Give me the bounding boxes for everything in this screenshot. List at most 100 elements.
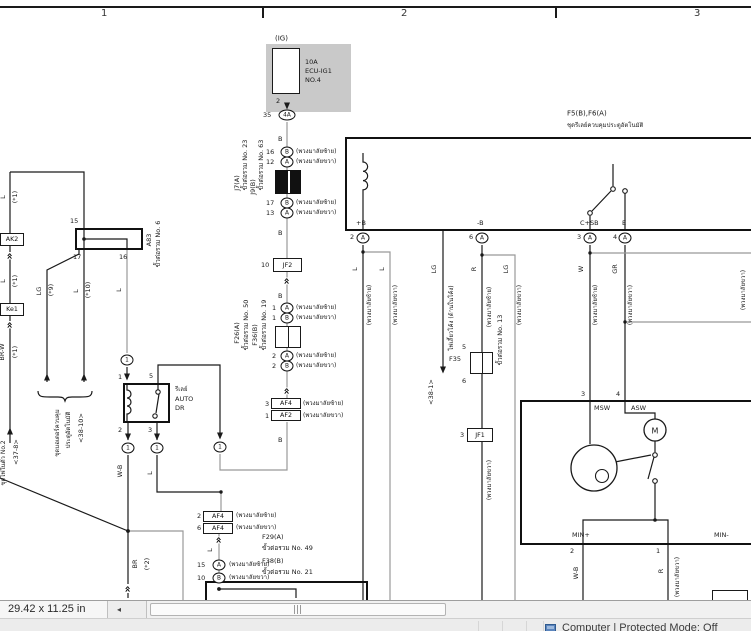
wiring-svg: M: [0, 6, 751, 600]
jf2-box: JF2: [273, 258, 302, 272]
af4-note: (พวงมาลัยซ้าย): [303, 400, 344, 407]
note-star1a: (*1): [10, 190, 19, 204]
pin-b-f38: B: [212, 572, 226, 584]
ref-37-8: <37-8>: [11, 439, 20, 465]
wire-l-relay: L: [145, 471, 154, 475]
min-minus: MIN-: [714, 530, 729, 539]
af4b-note2: (พวงมาลัยขวา): [236, 524, 277, 531]
page-size-label: 29.42 x 11.25 in: [8, 603, 86, 615]
conn-4a: 4A: [278, 109, 296, 121]
f36-pin2-note: (พวงมาลัยขวา): [296, 362, 337, 369]
divider: [502, 621, 503, 631]
jf1-box: JF1: [467, 428, 493, 442]
wire-wb-1: W-B: [115, 464, 124, 478]
wire-l-pin16: L: [114, 288, 123, 292]
horizontal-scrollbar-thumb[interactable]: [150, 603, 446, 616]
wire-b-2: B: [278, 228, 283, 237]
pin-a-6: A: [475, 232, 489, 244]
wire-arrow-icon: [7, 427, 13, 435]
note-star1c: (*1): [10, 345, 19, 359]
pin-a-f29: A: [212, 559, 226, 571]
wire-b-1: B: [278, 134, 283, 143]
note-rhd-4: (พวงมาลัยขวา): [674, 556, 681, 598]
fuse-amp: 10A: [305, 57, 318, 66]
fuse-name: ECU-IG1: [305, 66, 332, 75]
f38-note: ขั้วต่อรวม No. 21: [262, 567, 313, 576]
door-motor-box: [520, 400, 751, 545]
mbox-pin3: 3: [581, 389, 586, 398]
f35-box: [470, 352, 493, 374]
af2-pin1: 1: [265, 411, 270, 420]
bottom-right-box: [712, 590, 748, 600]
f35-note: ขั้วต่อรวม No. 13: [495, 314, 504, 366]
term-plus-b: +B: [356, 218, 366, 227]
jf1-pin3: 3: [460, 430, 465, 439]
f26-label: F26(A): [232, 322, 241, 344]
wire-l-left1: L: [0, 195, 7, 199]
note-star2: (*2): [142, 557, 151, 571]
zone-1: 1: [101, 8, 108, 19]
f38-label: F38(B): [262, 556, 284, 565]
shield-chevron-icon: [4, 321, 16, 329]
dest-motor-1: ชุดมอเตอร์ควบคุม: [54, 409, 61, 457]
wire-arrow-icon: [284, 102, 290, 110]
af4b-box-2: AF4: [203, 523, 233, 534]
rb-pin6: 6: [469, 232, 474, 241]
contact-symbols: [152, 186, 667, 492]
f36-pin1: 1: [272, 313, 277, 322]
relay-assy-note: ชุดรีเลย์ควบคุมประตูอัตโนมัติ: [567, 122, 644, 129]
conn-1-sw: 1: [213, 441, 227, 453]
a83-pin15: 15: [70, 216, 79, 225]
ref-38-10: <38-10>: [76, 413, 85, 443]
zone-ruler: [0, 6, 751, 18]
f26-pin1-note: (พวงมาลัยซ้าย): [296, 304, 337, 311]
f36-label: F36(B): [250, 324, 259, 346]
term-csb: C+SB: [580, 218, 599, 227]
f29-label: F29(A): [262, 532, 284, 541]
relay-pin1: 1: [118, 372, 123, 381]
divider: [478, 621, 479, 631]
msw-label: MSW: [594, 403, 611, 412]
af4-pin3: 3: [265, 399, 270, 408]
relay-pin3: 3: [148, 425, 153, 434]
fuse-no: NO.4: [305, 75, 321, 84]
j9-note: ขั้วต่อรวม No. 63: [256, 139, 265, 191]
wire-arrow-icon: [154, 433, 160, 441]
motor-icon: [643, 418, 667, 442]
horizontal-scrollbar-track[interactable]: [146, 601, 751, 618]
f29-pin15: 15: [197, 560, 206, 569]
dest-motor-2: ประตูอัตโนมัติ: [65, 411, 72, 449]
scroll-left-arrow-icon[interactable]: ◂: [116, 605, 121, 614]
ke1-box: Ke1: [0, 303, 24, 316]
af4b-note1: (พวงมาลัยซ้าย): [236, 512, 277, 519]
jf2-pin10: 10: [261, 260, 270, 269]
auto-dr-relay-box: [123, 383, 170, 423]
wire-gr: GR: [610, 264, 619, 274]
pin-a-12: A: [280, 156, 294, 168]
relay-assy-label: F5(B),F6(A): [567, 109, 607, 118]
note-rhd-3: (พวงมาลัยขวา): [627, 284, 634, 326]
note-star10: (*10): [83, 281, 92, 299]
wire-arrow-icon: [125, 433, 131, 441]
term-e: E: [622, 218, 627, 227]
fuse-box: [272, 48, 300, 94]
f36-pin1-note: (พวงมาลัยขวา): [296, 314, 337, 321]
f26-pin2: 2: [272, 351, 277, 360]
rb-pin4: 4: [613, 232, 618, 241]
note-lhd-2: (พวงมาลัยซ้าย): [486, 286, 493, 328]
wire-br: BR: [130, 559, 139, 569]
bottom-connector-box: [205, 581, 368, 600]
min-plus: MIN+: [572, 530, 590, 539]
door-relay-assy-box: [345, 137, 751, 231]
f36-note: ขั้วต่อรวม No. 19: [259, 299, 268, 351]
a83-label: A83: [144, 233, 153, 247]
wire-lg-2: LG: [501, 264, 510, 274]
mbox-pin1b: 1: [656, 546, 661, 555]
motor-m-label: M: [652, 427, 659, 436]
wire-l-left2: L: [0, 279, 7, 283]
f38-pin-note: (พวงมาลัยขวา): [229, 574, 270, 581]
wire-l-r2: L: [377, 267, 386, 271]
af4b-pin2: 2: [197, 511, 202, 520]
